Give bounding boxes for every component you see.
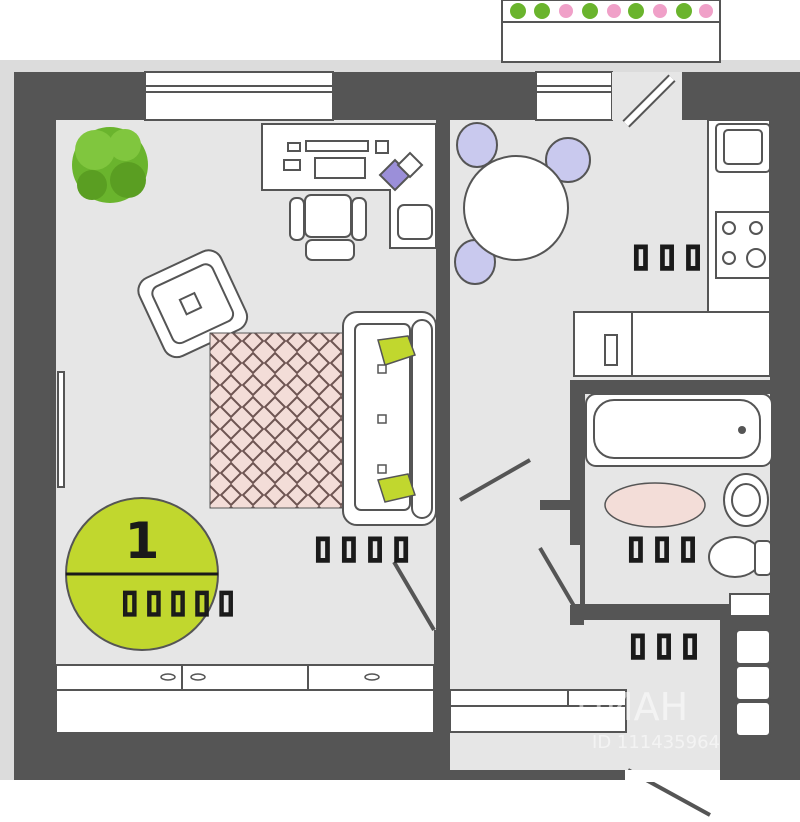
balcony-plants-icon bbox=[501, 0, 721, 63]
living-room-area: ▯▯▯▯ bbox=[311, 524, 415, 570]
bath-vent bbox=[729, 593, 771, 617]
stove-icon bbox=[715, 211, 771, 279]
doors bbox=[392, 458, 720, 817]
armchair-icon bbox=[137, 249, 249, 359]
toilet-icon bbox=[708, 536, 772, 578]
watermark-brand: ЦИАН bbox=[576, 685, 689, 729]
badge-room-count: 1 bbox=[125, 512, 160, 570]
dining-table-icon bbox=[454, 122, 591, 285]
washbasin-icon bbox=[723, 473, 769, 527]
windows bbox=[57, 71, 682, 488]
badge-area-text: ▯▯▯▯▯ bbox=[118, 578, 238, 624]
plant-icon bbox=[72, 127, 148, 203]
watermark-id: ID 111435964 bbox=[592, 732, 720, 753]
bed-icon bbox=[342, 311, 437, 526]
hall-shelf bbox=[449, 629, 771, 737]
bathroom-area: ▯▯▯ bbox=[624, 524, 702, 570]
hall-area: ▯▯▯ bbox=[626, 621, 704, 667]
interior-walls bbox=[434, 120, 770, 770]
kitchen-area: ▯▯▯ bbox=[629, 232, 707, 278]
wardrobe-icon bbox=[55, 664, 435, 734]
room-count-badge: 1 ▯▯▯▯▯ bbox=[65, 497, 239, 651]
bathtub-icon bbox=[585, 393, 773, 467]
bath-mat-icon bbox=[604, 482, 706, 528]
desk-icon bbox=[261, 123, 437, 261]
rug-icon bbox=[209, 332, 351, 509]
sink-icon bbox=[715, 123, 771, 173]
